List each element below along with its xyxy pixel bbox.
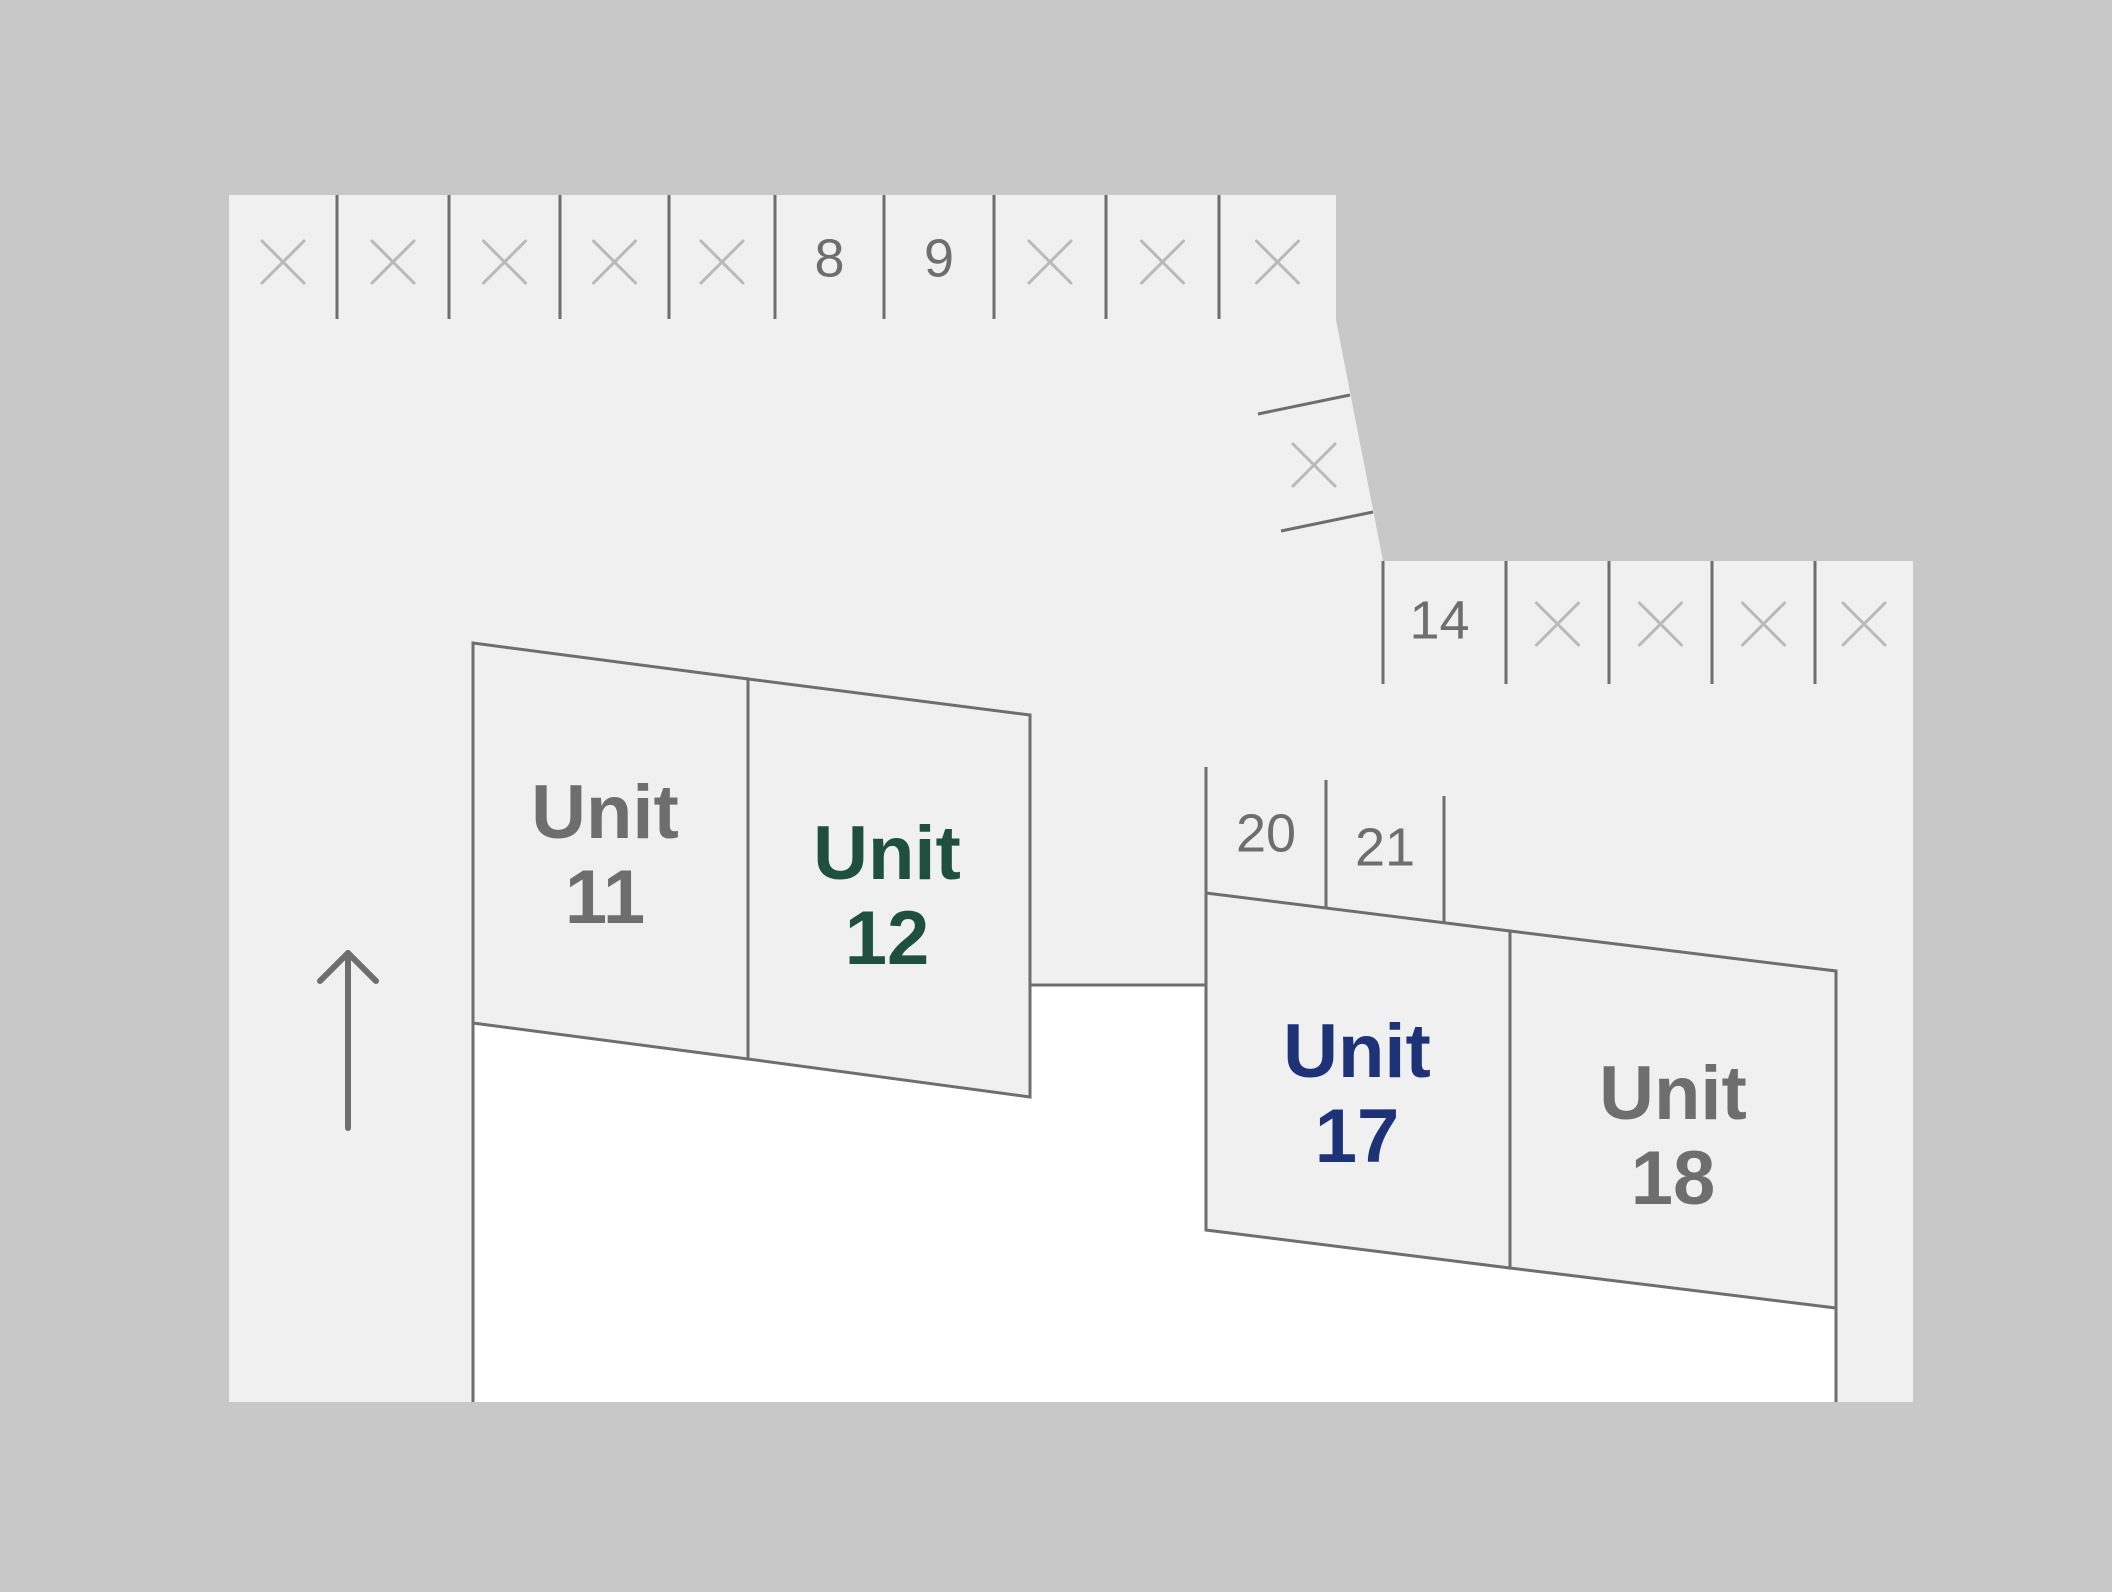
parking-row-middle: 20 21 [1204,767,1446,924]
stall-number: 8 [814,228,844,288]
parking-stall-top-7[interactable]: 9 [924,228,954,288]
unit-18-label-line2: 18 [1631,1136,1716,1221]
stall-number: 21 [1355,817,1415,877]
parking-stall-right-4[interactable] [1741,601,1786,647]
unit-17-label-line2: 17 [1315,1094,1400,1179]
parking-stall-diagonal-1[interactable] [1291,442,1337,488]
unavailable-x-icon [1841,601,1887,647]
unit-12-label-line2: 12 [845,896,930,981]
parking-stall-right-2[interactable] [1535,601,1580,647]
parking-stall-top-5[interactable] [699,239,745,285]
parking-stall-middle-2[interactable]: 21 [1355,817,1415,877]
unit-17-label-line1: Unit [1283,1009,1431,1094]
parking-stall-top-3[interactable] [482,239,527,285]
parking-stall-top-4[interactable] [592,239,637,285]
parking-stall-top-6[interactable]: 8 [814,228,844,288]
stall-number: 14 [1409,590,1469,650]
unavailable-x-icon [1741,601,1786,647]
unavailable-x-icon [1140,239,1185,285]
stall-number: 20 [1236,803,1296,863]
unit-12-label-line1: Unit [813,811,961,896]
unavailable-x-icon [1291,442,1337,488]
unavailable-x-icon [592,239,637,285]
parking-row-right: 14 [1381,561,1887,684]
unit-18-label-line1: Unit [1599,1051,1747,1136]
stall-number: 9 [924,228,954,288]
parking-stall-top-1[interactable] [260,239,306,285]
parking-stall-top-8[interactable] [1027,239,1073,285]
parking-stall-top-9[interactable] [1140,239,1185,285]
parking-stall-right-3[interactable] [1638,601,1683,647]
unavailable-x-icon [1638,601,1683,647]
parking-stall-top-2[interactable] [370,239,416,285]
unavailable-x-icon [260,239,306,285]
unit-11-label-line2: 11 [565,855,645,940]
building-footprint [473,985,1836,1402]
unavailable-x-icon [1255,239,1300,285]
unavailable-x-icon [699,239,745,285]
unavailable-x-icon [370,239,416,285]
unit-18[interactable]: Unit 18 [1508,929,1838,1310]
unit-11-label-line1: Unit [531,770,679,855]
unit-12[interactable]: Unit 12 [746,677,1032,1099]
unavailable-x-icon [482,239,527,285]
parking-stall-right-1[interactable]: 14 [1409,590,1469,650]
unavailable-x-icon [1535,601,1580,647]
parking-row-top: 8 9 [260,195,1300,319]
parking-row-diagonal [1291,442,1337,488]
arrow-up-icon [317,950,379,1131]
parking-stall-middle-1[interactable]: 20 [1236,803,1296,863]
unavailable-x-icon [1027,239,1073,285]
unit-17[interactable]: Unit 17 [1204,891,1512,1270]
parking-stall-top-10[interactable] [1255,239,1300,285]
parking-stall-right-5[interactable] [1841,601,1887,647]
